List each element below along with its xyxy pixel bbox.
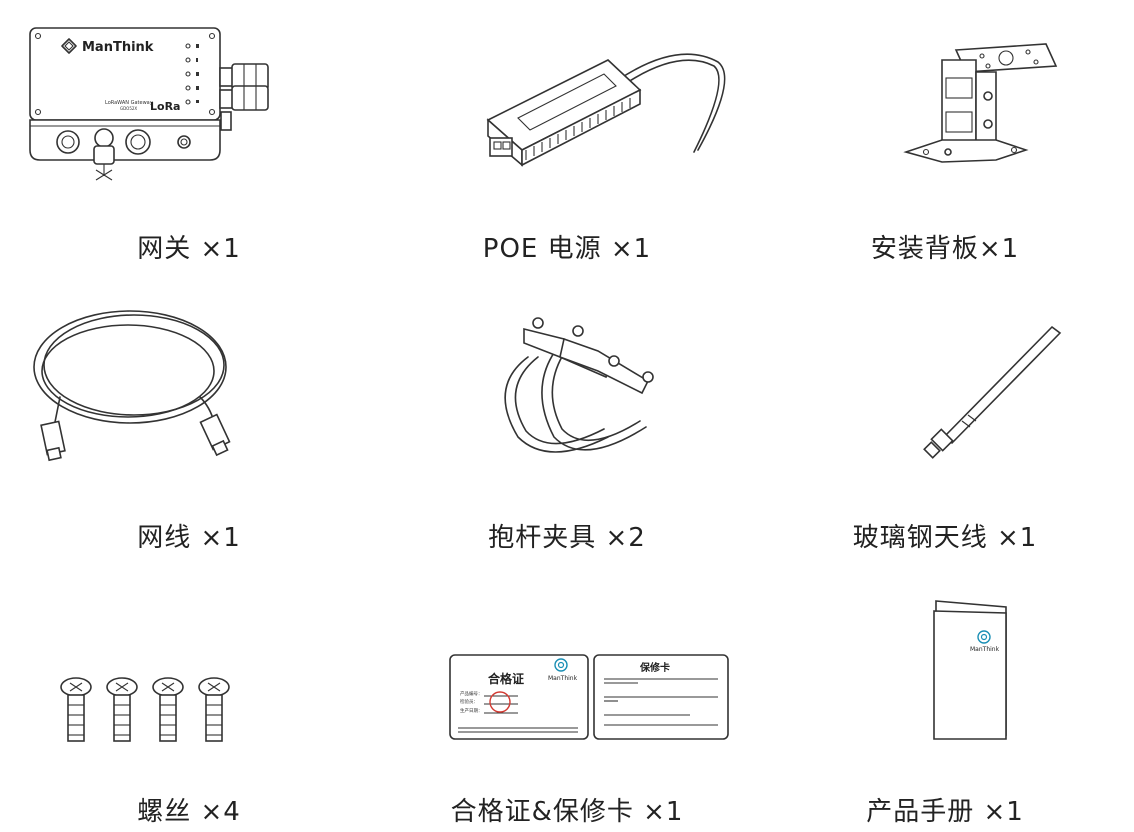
network-cable-illustration xyxy=(0,277,378,477)
inspection-stamp xyxy=(489,691,511,713)
item-label-gateway: 网关 ×1 xyxy=(137,234,241,264)
manual-illustration: ManThink xyxy=(756,555,1134,755)
item-label-pole-clamp: 抱杆夹具 ×2 xyxy=(488,523,646,553)
led-indicators xyxy=(185,43,199,105)
item-manual: ManThink 产品手册 ×1 xyxy=(756,555,1134,832)
gateway-model-code: GDO52X xyxy=(120,106,137,111)
lora-logo: LoRa xyxy=(150,100,180,113)
item-label-manual: 产品手册 ×1 xyxy=(866,797,1024,827)
gateway-model-line: LoRaWAN Gateway xyxy=(105,100,153,106)
certificate-brand: ManThink xyxy=(548,675,578,682)
screw xyxy=(60,677,92,742)
screws-illustration xyxy=(0,555,378,755)
item-certificate-warranty: 合格证 ManThink 产品编号： 检验员： 生产日期： 保修卡 xyxy=(378,555,756,832)
certificate-warranty-illustration: 合格证 ManThink 产品编号： 检验员： 生产日期： 保修卡 xyxy=(378,555,756,755)
certificate-field: 产品编号： xyxy=(460,690,483,697)
item-mounting-plate: 安装背板×1 xyxy=(756,0,1134,277)
manual-brand: ManThink xyxy=(970,646,1000,653)
vent-lines xyxy=(525,98,631,160)
pole-clamp-illustration xyxy=(378,277,756,477)
item-label-certificate: 合格证&保修卡 ×1 xyxy=(450,797,684,827)
item-label-mounting-plate: 安装背板×1 xyxy=(870,234,1020,264)
item-label-network-cable: 网线 ×1 xyxy=(137,523,241,553)
side-connectors xyxy=(219,63,269,131)
item-label-poe: POE 电源 ×1 xyxy=(482,234,652,264)
gateway-brand: ManThink xyxy=(82,40,154,55)
warranty-title: 保修卡 xyxy=(639,661,670,674)
item-label-antenna: 玻璃钢天线 ×1 xyxy=(852,523,1038,553)
screw xyxy=(106,677,138,742)
item-poe-power: POE 电源 ×1 xyxy=(378,0,756,277)
poe-illustration xyxy=(378,0,756,200)
screw xyxy=(152,677,184,742)
certificate-field: 生产日期： xyxy=(460,707,483,714)
item-pole-clamp: 抱杆夹具 ×2 xyxy=(378,277,756,554)
front-connectors xyxy=(56,128,191,181)
item-screws: 螺丝 ×4 xyxy=(0,555,378,832)
item-network-cable: 网线 ×1 xyxy=(0,277,378,554)
manual-logo-icon xyxy=(977,630,991,644)
antenna-illustration xyxy=(756,277,1134,477)
item-antenna: 玻璃钢天线 ×1 xyxy=(756,277,1134,554)
certificate-field: 检验员： xyxy=(460,698,478,705)
item-label-screws: 螺丝 ×4 xyxy=(137,797,241,827)
certificate-card xyxy=(449,654,589,740)
gateway-illustration: ManThink LoRaWAN Gateway GDO52X LoRa xyxy=(0,0,378,200)
item-gateway: ManThink LoRaWAN Gateway GDO52X LoRa xyxy=(0,0,378,277)
certificate-logo-icon xyxy=(554,658,568,672)
certificate-title: 合格证 xyxy=(488,671,524,686)
screw xyxy=(198,677,230,742)
manthink-logo-icon xyxy=(61,38,77,54)
mounting-plate-illustration xyxy=(756,0,1134,200)
